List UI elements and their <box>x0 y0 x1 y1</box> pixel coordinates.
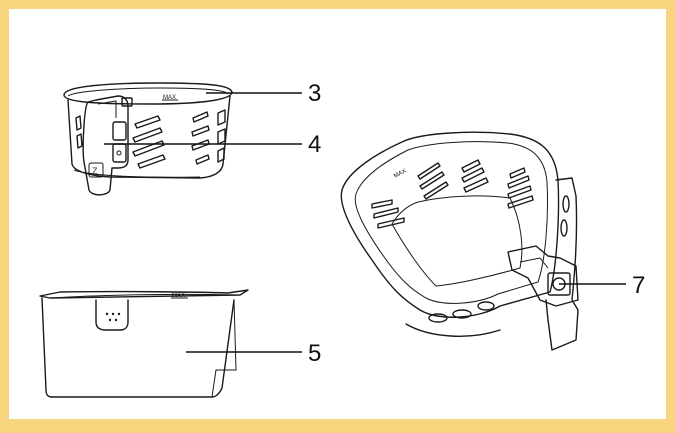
basket-side-view: MAX Z <box>63 82 233 196</box>
basket-top-vents <box>371 159 534 229</box>
outer-drawer-side-view: MAX <box>39 289 249 398</box>
basket-handle: Z <box>82 95 133 196</box>
basket-top-view: MAX <box>340 131 579 351</box>
drawer-max-label: MAX <box>172 293 185 299</box>
basket-top-max-label: MAX <box>393 168 407 179</box>
basket-vents <box>75 109 226 169</box>
basket-top-handle <box>507 177 579 351</box>
callout-4: 4 <box>308 131 321 158</box>
callout-5: 5 <box>308 340 321 367</box>
basket-max-label: MAX <box>163 95 176 101</box>
callout-7: 7 <box>632 272 645 299</box>
z-logo: Z <box>92 166 98 176</box>
callout-3: 3 <box>308 80 321 107</box>
